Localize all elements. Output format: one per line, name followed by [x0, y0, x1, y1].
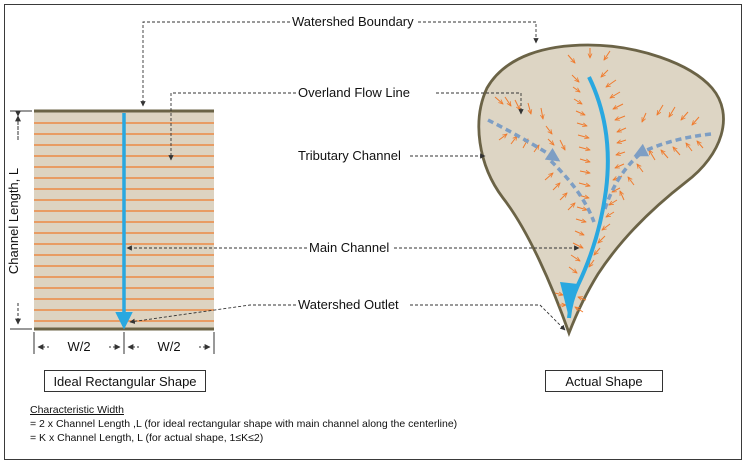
overland-arrow: [669, 106, 676, 117]
overland-arrow: [617, 127, 627, 133]
leader-lines: [126, 21, 580, 331]
overland-arrow: [510, 136, 517, 145]
overland-arrow: [604, 50, 611, 60]
overland-arrow: [570, 254, 580, 261]
overland-arrow: [610, 91, 621, 98]
label-watershed-boundary: Watershed Boundary: [290, 14, 416, 30]
overland-arrow: [613, 103, 624, 110]
overland-arrow: [616, 152, 626, 155]
leader-overland-left: [168, 92, 296, 161]
actual-overland-arrows: [494, 48, 704, 313]
overland-arrow: [578, 182, 590, 186]
characteristic-width-title: Characteristic Width: [30, 404, 124, 416]
overland-arrow: [609, 199, 618, 205]
overland-arrow: [575, 219, 586, 222]
leader-watershed-boundary-left: [140, 21, 290, 107]
overland-arrow: [641, 112, 647, 122]
overland-arrow: [567, 203, 575, 211]
overland-arrow: [567, 54, 575, 63]
right-tributary-upper: [633, 132, 712, 157]
overland-arrow: [657, 104, 664, 115]
label-w-half-right: W/2: [139, 339, 199, 355]
overland-arrow: [575, 110, 585, 116]
overland-arrow: [686, 143, 693, 152]
overland-arrow: [697, 141, 704, 149]
overland-arrow: [606, 79, 617, 87]
overland-arrow: [578, 297, 587, 300]
watershed-boundary-shape: [477, 43, 725, 338]
overland-arrow: [527, 102, 531, 114]
label-main-channel: Main Channel: [307, 240, 392, 256]
characteristic-width-line2: = K x Channel Length, L (for actual shap…: [30, 432, 264, 444]
overland-arrow: [554, 293, 563, 295]
overland-arrow: [594, 247, 601, 255]
caption-ideal-shape: Ideal Rectangular Shape: [44, 370, 206, 392]
label-channel-length: Channel Length, L: [6, 141, 22, 301]
ideal-rectangle-watershed: [34, 109, 214, 331]
overland-arrow: [615, 115, 626, 120]
overland-arrow: [559, 193, 567, 201]
overland-arrow: [571, 74, 579, 82]
overland-arrow: [547, 138, 554, 145]
overland-arrow: [578, 146, 590, 150]
overland-arrow: [568, 266, 577, 273]
overland-arrow: [494, 96, 503, 104]
overland-arrow: [601, 69, 609, 77]
overland-arrow: [514, 99, 521, 110]
overland-arrow: [692, 116, 700, 125]
label-overland-flow-line: Overland Flow Line: [296, 85, 412, 101]
overland-arrow: [589, 259, 595, 267]
leader-watershed-boundary-right: [418, 21, 539, 44]
overland-arrow: [576, 123, 587, 126]
caption-actual-shape: Actual Shape: [545, 370, 663, 392]
overland-arrow: [533, 145, 539, 153]
overland-arrow: [504, 96, 511, 106]
overland-arrow: [579, 171, 590, 173]
overland-arrow: [577, 134, 589, 138]
right-tributary-lower: [602, 152, 642, 213]
overland-arrow: [544, 173, 553, 181]
overland-arrow: [573, 98, 582, 104]
overland-arrow: [498, 134, 507, 141]
overland-arrow: [552, 183, 560, 191]
overland-arrow: [602, 223, 611, 230]
characteristic-width-line1: = 2 x Channel Length ,L (for ideal recta…: [30, 418, 458, 430]
overland-arrow: [541, 107, 543, 119]
overland-arrow: [559, 139, 566, 150]
overland-arrow: [619, 191, 625, 201]
leader-outlet-right: [410, 304, 566, 331]
overland-arrow: [615, 163, 625, 169]
main-channel-arrowhead: [560, 282, 578, 318]
label-w-half-left: W/2: [49, 339, 109, 355]
leader-overland-right: [436, 92, 524, 115]
overland-arrow: [572, 86, 580, 92]
overland-arrow: [637, 164, 644, 173]
label-tributary-channel: Tributary Channel: [296, 148, 403, 164]
overland-arrow: [673, 147, 681, 156]
actual-watershed: [477, 43, 725, 338]
overland-arrow: [598, 235, 606, 243]
label-watershed-outlet: Watershed Outlet: [296, 297, 401, 313]
overland-arrow: [579, 159, 590, 162]
overland-arrow: [606, 211, 615, 217]
overland-arrow: [681, 111, 689, 120]
overland-arrow: [617, 140, 627, 143]
left-tributary-upper: [487, 118, 561, 162]
overland-arrow: [575, 307, 584, 313]
overland-arrow: [628, 177, 635, 186]
overland-arrow: [574, 230, 584, 236]
overland-arrow: [545, 125, 552, 134]
leader-outlet-left: [129, 304, 296, 324]
overland-arrow: [576, 207, 587, 210]
overland-arrow: [649, 150, 656, 161]
characteristic-width-note: Characteristic Width = 2 x Channel Lengt…: [30, 403, 457, 445]
overland-arrow: [612, 187, 621, 193]
overland-arrow: [661, 150, 669, 159]
